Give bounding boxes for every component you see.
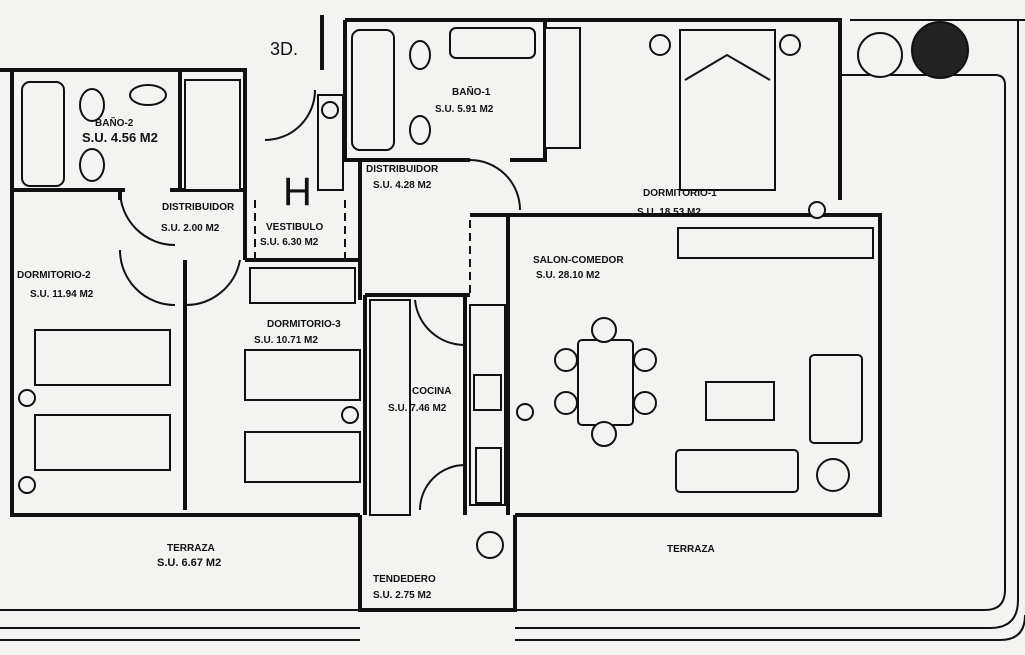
bed-icon: [34, 414, 171, 471]
double-bed-icon: [679, 29, 776, 191]
bidet-icon: [79, 148, 105, 182]
room-area: S.U. 2.75 M2: [373, 590, 432, 601]
toilet-icon: [409, 40, 431, 70]
room-name: TERRAZA: [167, 543, 215, 554]
room-name: BAÑO-1: [452, 85, 491, 98]
room-name: DISTRIBUIDOR: [366, 164, 439, 175]
room-area: S.U. 4.28 M2: [373, 180, 432, 191]
wardrobe: [249, 267, 356, 304]
wardrobe: [184, 79, 241, 191]
room-area: S.U. 7.46 M2: [388, 403, 447, 414]
coffee-table-icon: [705, 381, 775, 421]
hall-symbol: H: [283, 170, 312, 214]
sofa-icon: [675, 449, 799, 493]
toilet-icon: [79, 88, 105, 122]
column-icon: [816, 458, 850, 492]
exterior-walls: [0, 15, 1025, 641]
washing-machine-icon: [476, 531, 504, 559]
room-name: BAÑO-2: [95, 116, 134, 129]
room-area: S.U. 6.30 M2: [260, 237, 319, 248]
room-area: S.U. 5.91 M2: [435, 104, 494, 115]
room-area: S.U. 4.56 M2: [82, 130, 158, 145]
stove-icon: [473, 374, 502, 411]
kitchen-sink-icon: [475, 447, 502, 504]
wardrobe: [369, 299, 411, 516]
bed-icon: [244, 349, 361, 401]
bathtub-icon: [21, 81, 65, 187]
room-area: S.U. 6.67 M2: [157, 557, 221, 569]
room-area: S.U. 10.71 M2: [254, 335, 318, 346]
room-name: VESTIBULO: [266, 222, 323, 233]
room-area: S.U. 2.00 M2: [161, 223, 220, 234]
room-name: DORMITORIO-3: [267, 319, 341, 330]
lamp-icon: [779, 34, 801, 56]
room-name: COCINA: [412, 386, 451, 397]
room-name: TENDEDERO: [373, 574, 436, 585]
plant-icon: [857, 32, 903, 78]
bed-icon: [34, 329, 171, 386]
bed-icon: [244, 431, 361, 483]
room-name: SALON-COMEDOR: [533, 255, 624, 266]
wardrobe: [544, 27, 581, 149]
sofa-icon: [809, 354, 863, 444]
fixtures: [18, 21, 969, 559]
unit-label: 3D.: [270, 39, 298, 59]
lamp-icon: [649, 34, 671, 56]
room-area: S.U. 11.94 M2: [30, 289, 94, 300]
bidet-icon: [409, 115, 431, 145]
dining-table-icon: [577, 339, 634, 426]
room-name: TERRAZA: [667, 544, 715, 555]
room-name: DORMITORIO-1: [643, 188, 717, 199]
room-area: S.U. 18.53 M2: [637, 207, 701, 218]
sink-icon: [129, 84, 167, 106]
room-name: DISTRIBUIDOR: [162, 202, 235, 213]
room-name: DORMITORIO-2: [17, 270, 91, 281]
room-area: S.U. 28.10 M2: [536, 270, 600, 281]
bathtub-icon: [351, 29, 395, 151]
double-sink-icon: [449, 27, 536, 59]
wardrobe: [677, 227, 874, 259]
labels: 3D. H BAÑO-2 S.U. 4.56 M2 BAÑO-1 S.U. 5.…: [17, 39, 717, 601]
door-swings: [119, 89, 521, 511]
plant-icon: [911, 21, 969, 79]
